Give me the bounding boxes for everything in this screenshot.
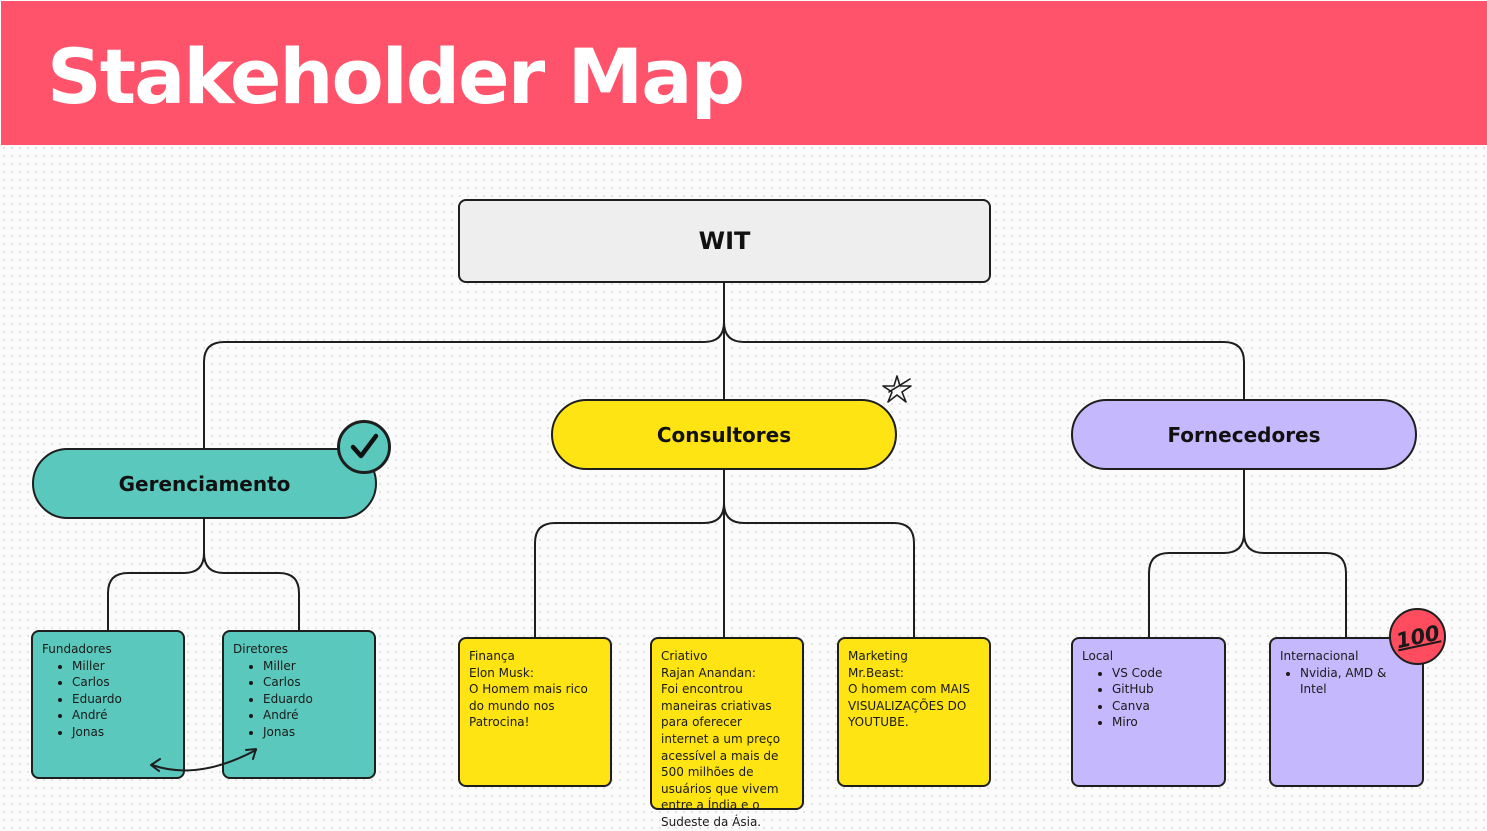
list-item: André	[72, 707, 174, 724]
list-item: Carlos	[72, 674, 174, 691]
card-line: Mr.Beast:	[848, 665, 904, 680]
card-list: Miller Carlos Eduardo André Jonas	[42, 658, 174, 741]
card-title: Criativo	[661, 649, 708, 663]
root-label: WIT	[698, 227, 751, 255]
list-item: Miro	[1112, 714, 1215, 731]
star-doodle-icon	[882, 375, 912, 403]
card-title: Fundadores	[42, 642, 112, 656]
list-item: Jonas	[72, 724, 174, 741]
card-local: Local VS Code GitHub Canva Miro	[1071, 637, 1226, 787]
card-title: Local	[1082, 649, 1114, 663]
card-line: O homem com MAIS VISUALIZAÇÕES DO YOUTUB…	[848, 682, 970, 730]
card-line: O Homem mais rico do mundo nos Patrocina…	[469, 682, 588, 730]
card-fundadores: Fundadores Miller Carlos Eduardo André J…	[31, 630, 185, 779]
list-item: Eduardo	[72, 691, 174, 708]
list-item: André	[263, 707, 365, 724]
double-arrow-icon	[150, 748, 257, 772]
page-title: Stakeholder Map	[47, 32, 745, 121]
list-item: Carlos	[263, 674, 365, 691]
card-line: Elon Musk:	[469, 665, 534, 680]
list-item: Jonas	[263, 724, 365, 741]
card-list: VS Code GitHub Canva Miro	[1082, 665, 1215, 731]
list-item: Nvidia, AMD & Intel	[1300, 665, 1413, 698]
branch-label: Consultores	[656, 422, 792, 447]
card-list: Nvidia, AMD & Intel	[1280, 665, 1413, 698]
root-node-wit: WIT	[458, 199, 991, 283]
card-title: Diretores	[233, 642, 288, 656]
hundred-text: 100	[1393, 620, 1442, 653]
list-item: GitHub	[1112, 681, 1215, 698]
card-title: Marketing	[848, 649, 908, 663]
card-marketing: Marketing Mr.Beast: O homem com MAIS VIS…	[837, 637, 991, 787]
hundred-badge: 100	[1389, 608, 1446, 665]
branch-label: Gerenciamento	[118, 471, 291, 496]
card-list: Miller Carlos Eduardo André Jonas	[233, 658, 365, 741]
card-title: Finança	[469, 649, 515, 663]
list-item: Canva	[1112, 698, 1215, 715]
check-badge	[337, 420, 391, 474]
header-banner: Stakeholder Map	[1, 1, 1487, 145]
list-item: VS Code	[1112, 665, 1215, 682]
card-title: Internacional	[1280, 649, 1359, 663]
card-line: Foi encontrou maneiras criativas para of…	[661, 682, 781, 829]
card-criativo: Criativo Rajan Anandan: Foi encontrou ma…	[650, 637, 804, 829]
list-item: Miller	[263, 658, 365, 675]
check-icon	[350, 433, 379, 459]
card-financa: Finança Elon Musk: O Homem mais rico do …	[458, 637, 612, 787]
list-item: Miller	[72, 658, 174, 675]
branch-fornecedores: Fornecedores	[1071, 399, 1417, 470]
list-item: Eduardo	[263, 691, 365, 708]
branch-consultores: Consultores	[551, 399, 897, 470]
branch-label: Fornecedores	[1167, 422, 1321, 447]
branch-gerenciamento: Gerenciamento	[32, 448, 377, 519]
card-line: Rajan Anandan:	[661, 665, 756, 680]
card-internacional: Internacional Nvidia, AMD & Intel	[1269, 637, 1424, 787]
